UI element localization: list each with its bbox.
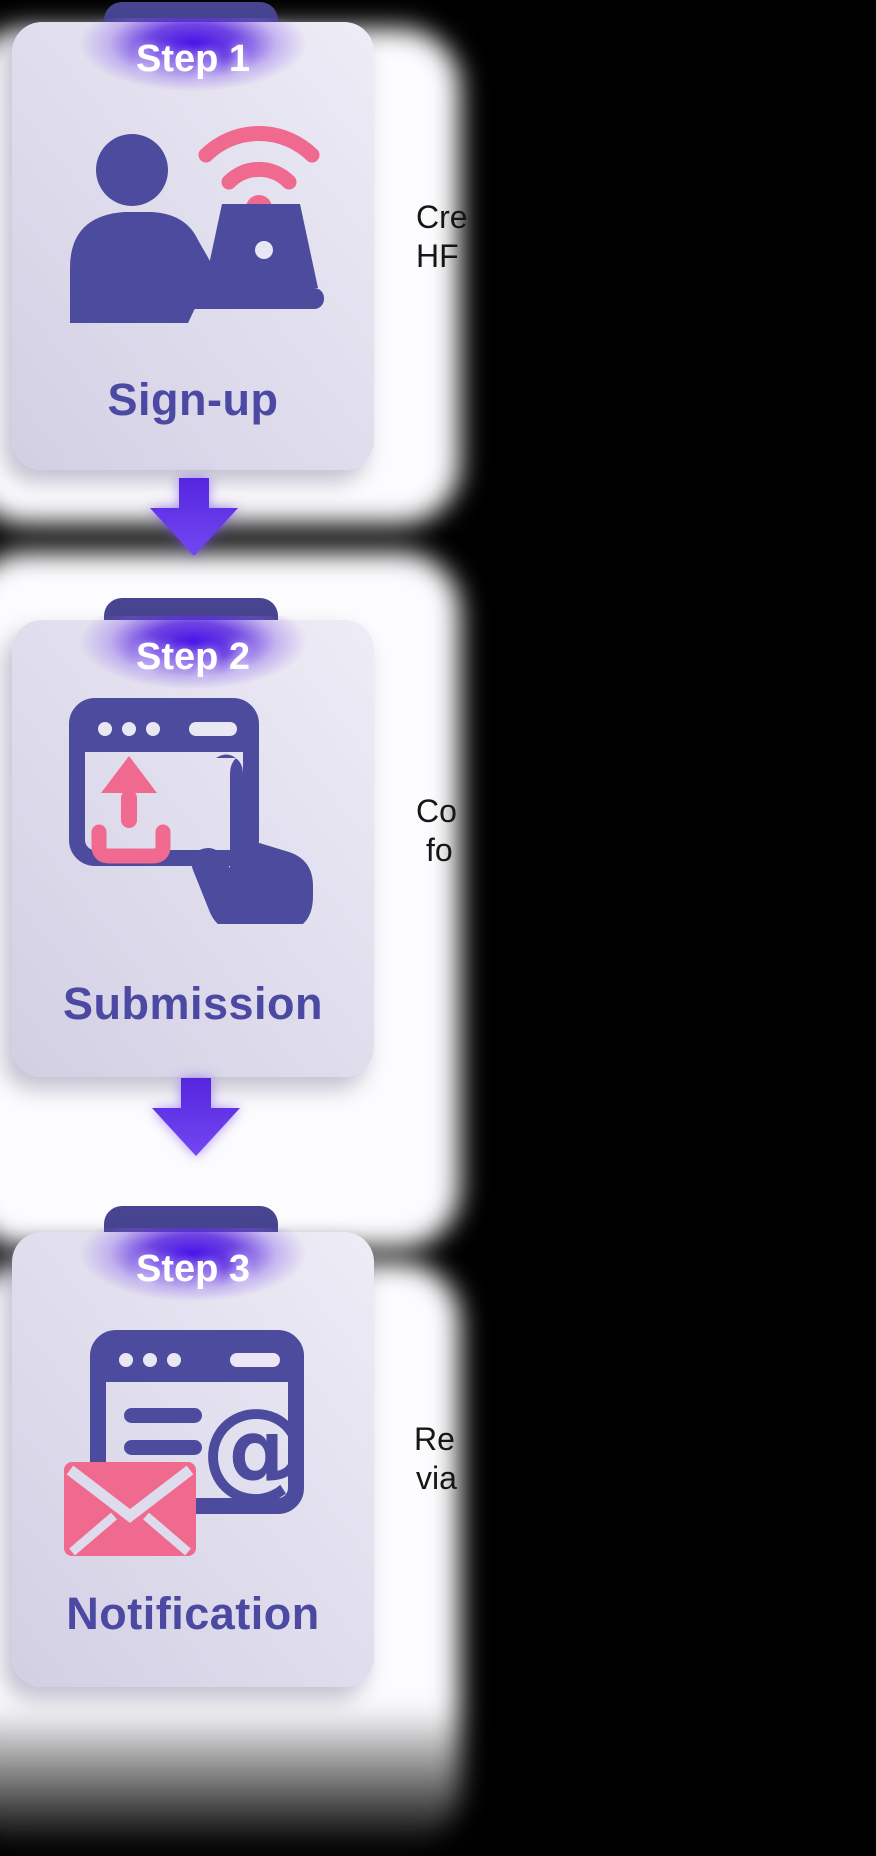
description-line: Co: [416, 793, 457, 829]
step-description: Re via: [414, 1420, 457, 1498]
step-title: Submission: [62, 978, 324, 1029]
step-title: Sign-up: [107, 374, 279, 425]
down-arrow-icon: [150, 478, 238, 556]
description-line: Re: [414, 1421, 455, 1457]
down-arrow-icon: [152, 1078, 240, 1156]
step-title: Notification: [66, 1588, 320, 1639]
browser-email-at-envelope-icon: @: [62, 1330, 324, 1571]
step-description: Cre HF: [416, 198, 468, 276]
step-card-2: Step 2 Submission: [12, 616, 374, 1077]
svg-text:@: @: [201, 1386, 309, 1511]
step-card-1: Step 1 Sign-up: [12, 18, 374, 470]
step-badge: Step 2: [135, 636, 251, 678]
step-badge: Step 1: [135, 38, 251, 80]
step-description: Co fo: [416, 792, 457, 870]
description-line: fo: [426, 832, 453, 868]
person-laptop-wifi-icon: [62, 118, 324, 329]
description-line: via: [416, 1460, 457, 1496]
step-badge: Step 3: [135, 1248, 251, 1290]
description-line: HF: [416, 238, 459, 274]
browser-upload-click-icon: [67, 698, 319, 932]
description-line: Cre: [416, 199, 468, 235]
step-card-3: Step 3 @ Notification: [12, 1228, 374, 1687]
